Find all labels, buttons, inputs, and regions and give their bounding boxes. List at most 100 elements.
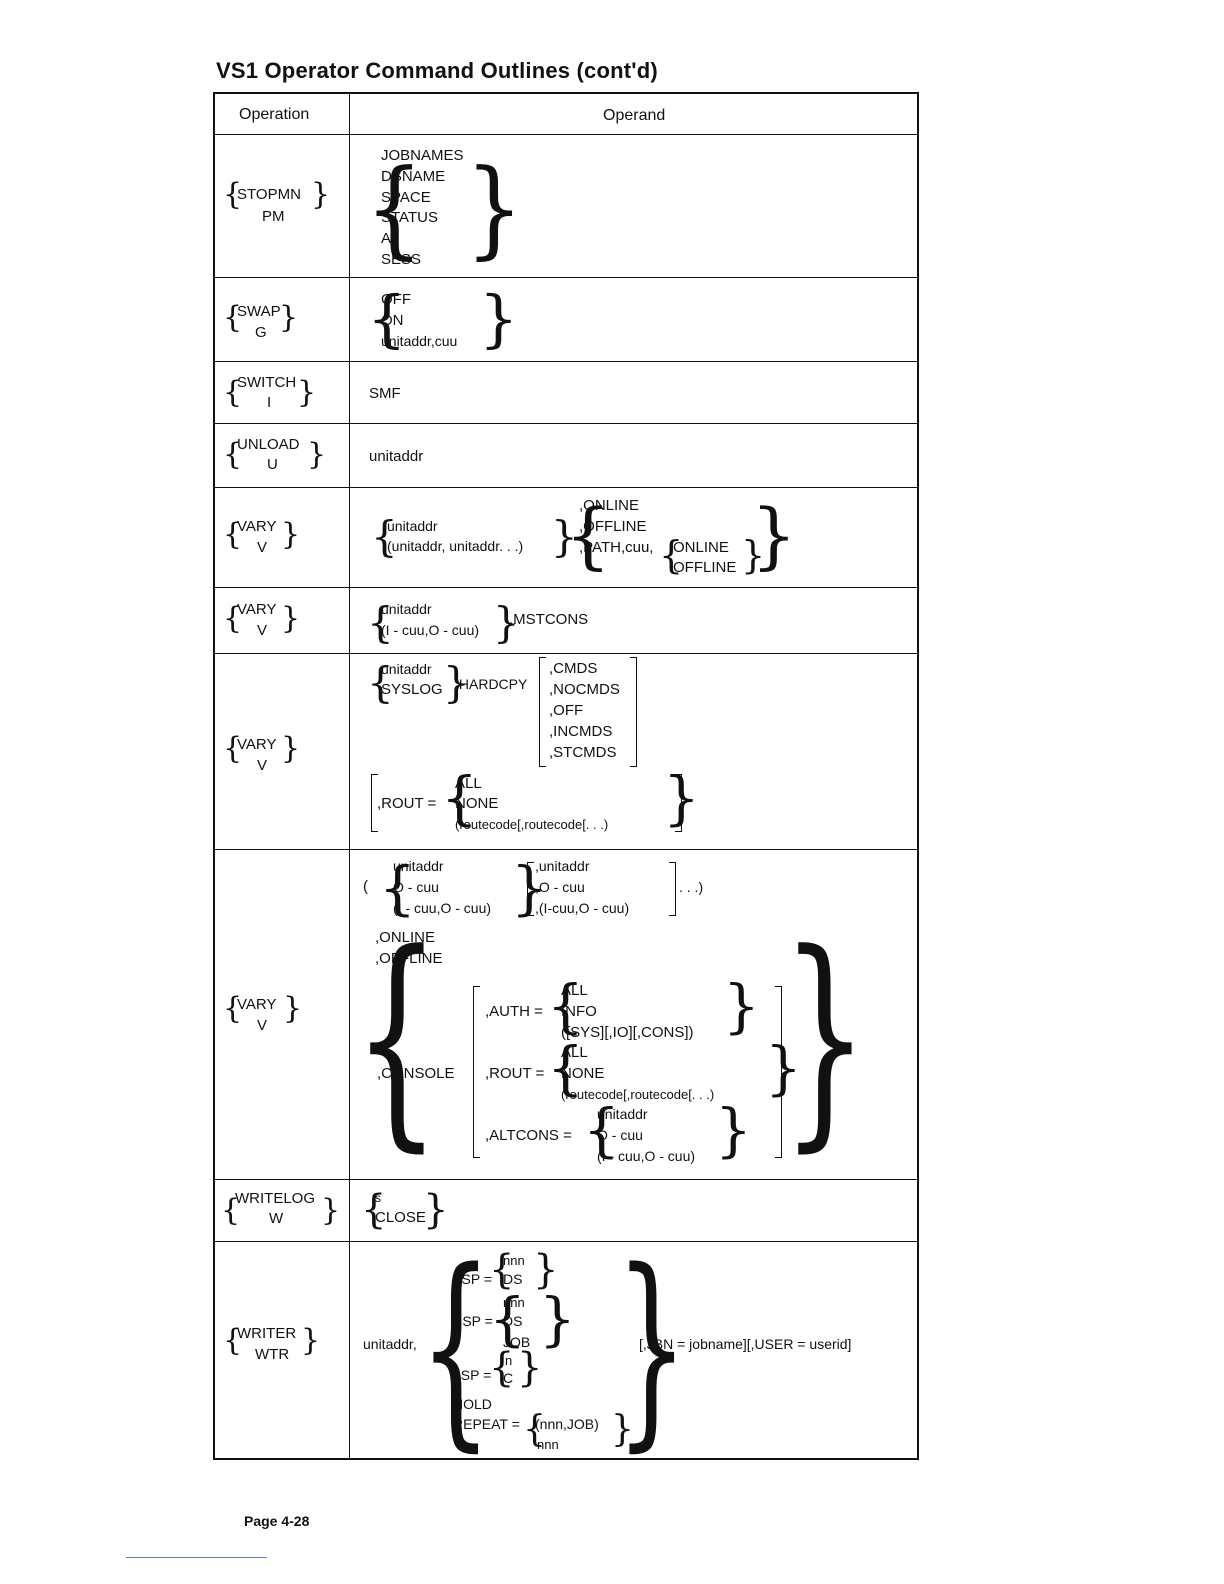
- brace-open: {: [223, 731, 243, 766]
- brace-open: {: [547, 972, 584, 1040]
- operand-option: ,OFF: [549, 702, 584, 719]
- brace-open: {: [489, 1247, 515, 1293]
- brace-open: {: [441, 764, 478, 832]
- operation-name: SWITCH: [237, 374, 297, 391]
- operation-header: Operation: [239, 106, 310, 123]
- page-number: Page 4-28: [244, 1513, 310, 1529]
- brace-open: {: [367, 658, 394, 707]
- brace-close: }: [297, 375, 317, 410]
- repeat-keyword: REPEAT =: [453, 1416, 520, 1432]
- operand-option: (nnn,JOB): [535, 1416, 599, 1432]
- brace-close: }: [465, 146, 524, 270]
- operand-option: ,CMDS: [549, 660, 598, 677]
- brace-open: {: [361, 1187, 387, 1233]
- operand-option: ,OFFLINE: [579, 518, 647, 535]
- paren-close: . . .): [679, 879, 704, 895]
- operation-name: VARY: [237, 518, 277, 535]
- lsp-keyword: LSP =: [453, 1367, 492, 1383]
- brace-close: }: [307, 437, 327, 472]
- brace-open: {: [565, 493, 611, 577]
- brace-open: {: [223, 991, 243, 1026]
- row-divider: [215, 587, 917, 588]
- brace-close: }: [443, 658, 470, 707]
- brace-open: {: [223, 375, 243, 410]
- bracket-open: [371, 774, 378, 832]
- brace-close: }: [281, 601, 301, 636]
- brace-close: }: [611, 1409, 634, 1450]
- column-divider: [349, 94, 350, 1458]
- operation-abbrev: V: [257, 757, 268, 774]
- brace-close: }: [715, 1096, 752, 1164]
- operand-option: SPACE: [381, 189, 431, 206]
- row-divider: [215, 423, 917, 424]
- brace-close: }: [723, 972, 760, 1040]
- operand-option: ,STCMDS: [549, 744, 617, 761]
- bsp-keyword: BSP =: [453, 1313, 493, 1329]
- brace-close: }: [533, 1247, 559, 1293]
- rout-keyword: ,ROUT =: [377, 795, 437, 812]
- brace-open: {: [221, 1193, 241, 1228]
- row-divider: [215, 849, 917, 850]
- operand-option: (I - cuu,O - cuu): [597, 1148, 696, 1164]
- brace-close: }: [615, 1225, 689, 1470]
- row-divider: [215, 134, 917, 135]
- operand-prefix: unitaddr,: [363, 1336, 417, 1352]
- operand-option: ,OFFLINE: [375, 950, 443, 967]
- operand-option: NONE: [561, 1065, 605, 1082]
- operation-name: VARY: [237, 736, 277, 753]
- operand-option: unitaddr: [381, 601, 432, 617]
- operation-name: UNLOAD: [237, 436, 300, 453]
- brace-open: {: [365, 146, 424, 270]
- operation-name: VARY: [237, 996, 277, 1013]
- operand-option: nnn: [537, 1437, 559, 1452]
- operand-option: unitaddr: [597, 1106, 648, 1122]
- operation-name: WRITELOG: [235, 1190, 316, 1207]
- operand-option: OFF: [381, 291, 411, 308]
- operand-option: DSNAME: [381, 168, 446, 185]
- row-divider: [215, 487, 917, 488]
- hardcpy-keyword: ,HARDCPY: [455, 676, 528, 692]
- operand-option: OFFLINE: [673, 559, 737, 576]
- row-divider: [215, 1179, 917, 1180]
- bracket-close: [669, 862, 676, 916]
- brace-close: }: [281, 517, 301, 552]
- altcons-keyword: ,ALTCONS =: [485, 1127, 572, 1144]
- brace-close: }: [479, 282, 519, 355]
- brace-open: {: [223, 601, 243, 636]
- operation-abbrev: V: [257, 1017, 268, 1034]
- operation-name: SWAP: [237, 303, 281, 320]
- operand-option: ,PATH,cuu,: [579, 539, 654, 556]
- operand-option: INFO: [561, 1003, 597, 1020]
- brace-open: {: [547, 1034, 584, 1102]
- operand-option: unitaddr: [381, 661, 432, 677]
- operation-abbrev: V: [257, 622, 268, 639]
- brace-close: }: [765, 1034, 802, 1102]
- operand-value: unitaddr: [369, 448, 424, 465]
- bracket-open: [527, 862, 534, 916]
- brace-open: {: [379, 854, 416, 922]
- bracket-close: [675, 774, 682, 832]
- fsp-keyword: FSP =: [453, 1271, 493, 1287]
- operand-option: s: [375, 1191, 381, 1205]
- operand-option: ALL: [455, 775, 482, 792]
- brace-close: }: [279, 300, 299, 335]
- operand-option: (routecode[,routecode[. . .): [561, 1087, 715, 1102]
- brace-close: }: [539, 1285, 576, 1353]
- brace-open: {: [489, 1345, 515, 1391]
- operand-option: ALL: [561, 1044, 588, 1061]
- operand-option: A: [381, 230, 392, 247]
- brace-open: {: [367, 598, 394, 647]
- brace-open: {: [353, 905, 441, 1172]
- page-title: VS1 Operator Command Outlines (cont'd): [216, 58, 658, 83]
- operand-option: ,O - cuu: [535, 879, 585, 895]
- brace-open: {: [583, 1096, 620, 1164]
- bracket-open: [539, 657, 546, 767]
- brace-open: {: [523, 1409, 546, 1450]
- operand-suffix: ,MSTCONS: [509, 611, 589, 628]
- operand-option: SESS: [381, 251, 422, 268]
- operand-option: DS: [503, 1313, 523, 1329]
- paren-open: (: [363, 878, 368, 895]
- operand-option: C: [503, 1370, 514, 1386]
- operation-abbrev: V: [257, 539, 268, 556]
- operand-option: CLOSE: [375, 1209, 426, 1226]
